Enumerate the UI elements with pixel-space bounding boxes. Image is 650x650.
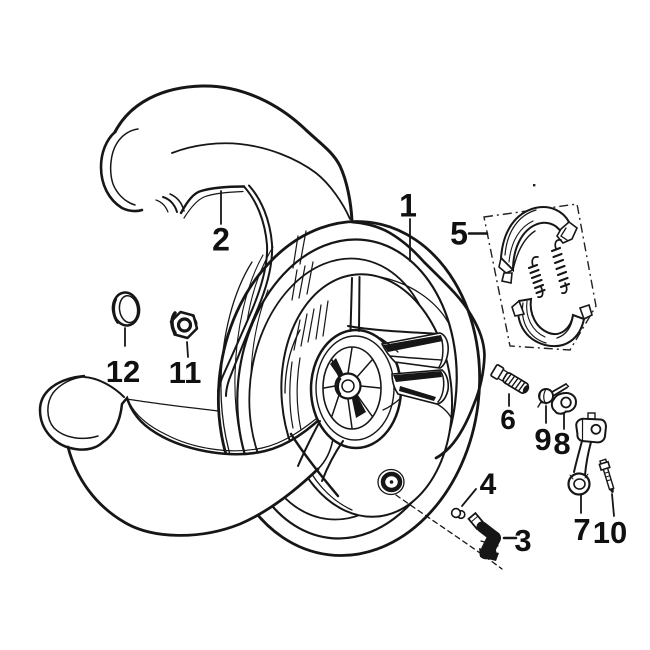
svg-text:8: 8 [553, 426, 570, 461]
svg-text:5: 5 [450, 216, 468, 252]
svg-text:6: 6 [500, 404, 516, 435]
svg-text:1: 1 [399, 188, 417, 224]
svg-text:11: 11 [169, 355, 202, 390]
svg-text:2: 2 [212, 222, 230, 258]
svg-text:7: 7 [573, 512, 590, 547]
svg-text:3: 3 [514, 523, 531, 558]
svg-text:4: 4 [480, 468, 497, 501]
svg-text:10: 10 [593, 515, 627, 550]
svg-text:9: 9 [534, 422, 551, 457]
svg-text:12: 12 [106, 354, 140, 389]
